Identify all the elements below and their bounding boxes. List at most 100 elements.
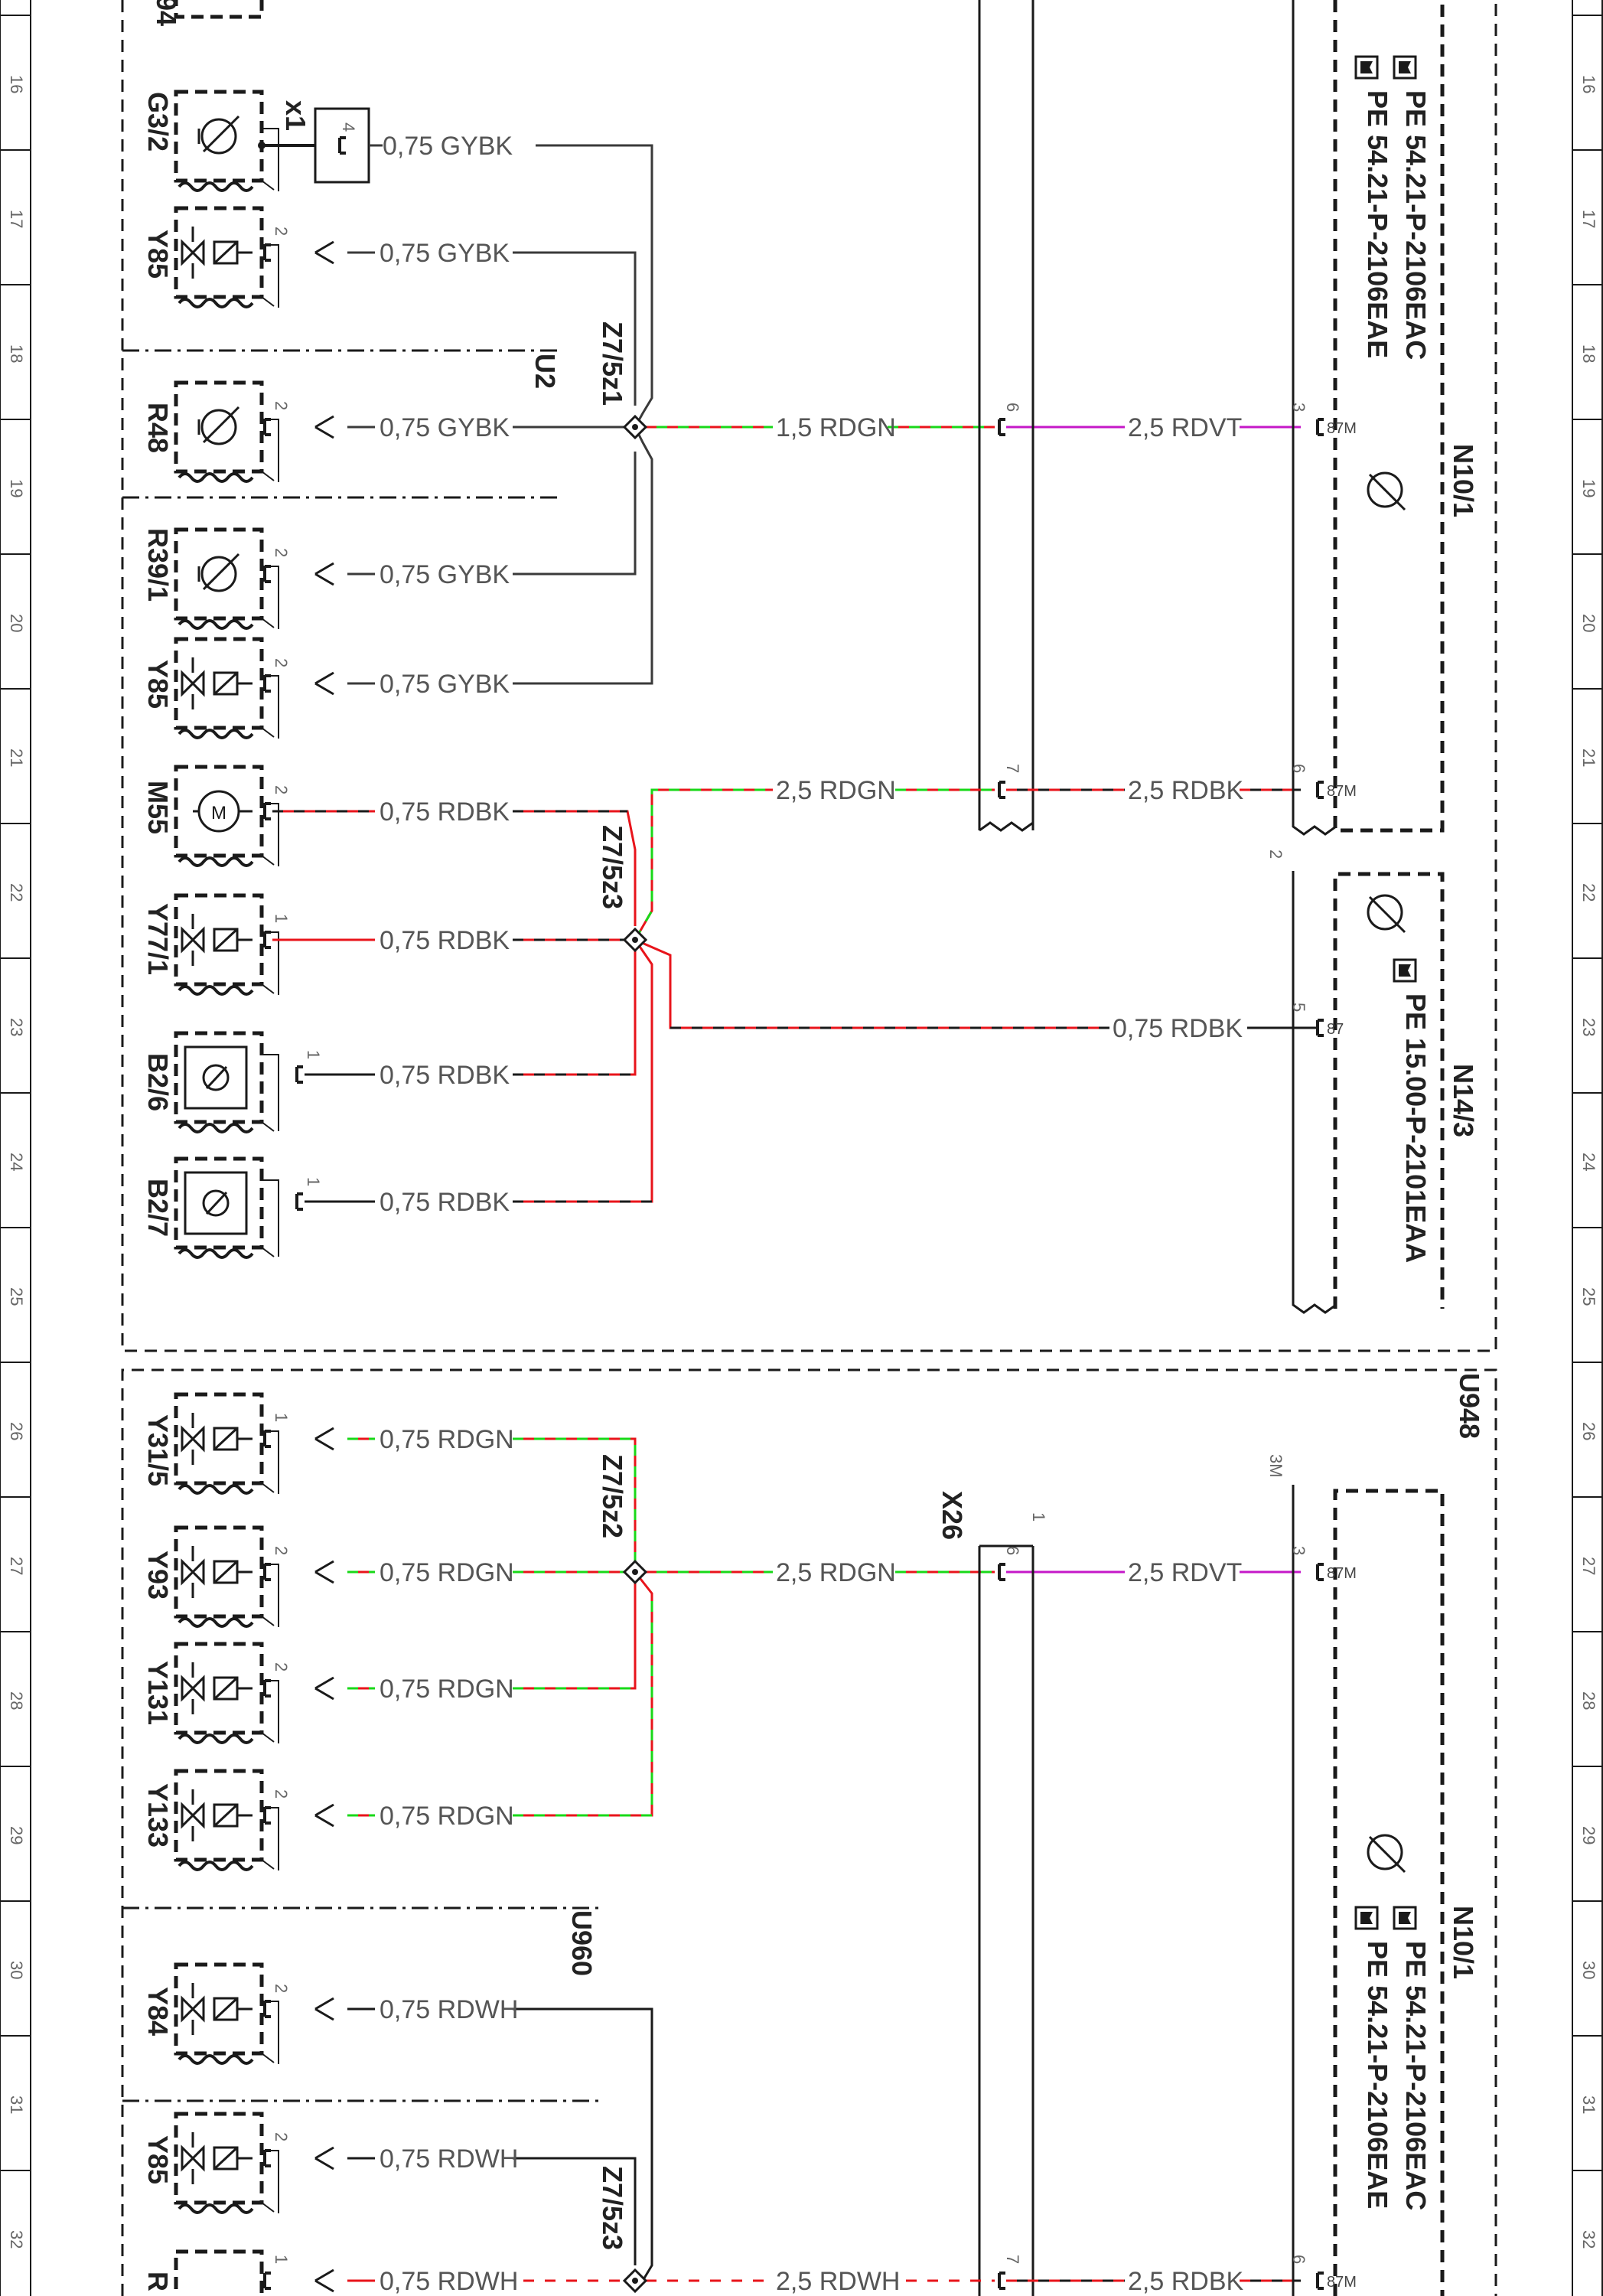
pin-label: 5 (1289, 1003, 1308, 1012)
component-label: Y85 (142, 230, 174, 279)
rotary-sensor-icon (1367, 894, 1406, 934)
ruler-number: 19 (1579, 479, 1598, 497)
rotary-sensor-icon (1367, 1834, 1406, 1874)
module-label: N10/1 (1448, 1906, 1479, 1979)
ruler-number: 20 (1579, 614, 1598, 632)
component-y131: Y131 2 (142, 1644, 335, 1743)
pin-label: 1 (272, 914, 291, 923)
ruler-number: 29 (7, 1826, 26, 1844)
pin-label: 1 (1029, 1512, 1048, 1521)
group-label-x26: X26 (937, 1491, 968, 1540)
wire-label: 0,75 RDBK (380, 1188, 510, 1217)
ruler-number: 22 (7, 883, 26, 902)
pin-label: 7 (1003, 764, 1022, 773)
ruler-number: 18 (1579, 344, 1598, 363)
component-label: Y93 (142, 1551, 174, 1600)
ruler-number: 28 (1579, 1691, 1598, 1710)
wire-label: 0,75 RDBK (380, 797, 510, 827)
ruler-number: 17 (7, 210, 26, 228)
pin-label: 2 (272, 785, 291, 794)
component-b2-6: B2/6 1 (142, 1033, 323, 1132)
pin-label: 2 (272, 1789, 291, 1799)
pin-label: 2 (272, 227, 291, 236)
pin-label: 7 (1003, 2255, 1022, 2264)
wire-label: 0,75 RDGN (380, 1675, 514, 1704)
splice-label-z2: Z7/5z2 (597, 1454, 628, 1538)
component-label: M55 (142, 781, 174, 834)
wire-label: 0,75 RDGN (380, 1802, 514, 1831)
pin-label: 87M (1327, 1565, 1357, 1582)
component-r39-1: R39/1 2 (142, 528, 335, 629)
wire-label: 1,5 RDGN (776, 413, 896, 442)
pin-label: 1 (272, 1413, 291, 1422)
component-label: Y77/1 (142, 903, 174, 975)
splice-z3 (623, 928, 647, 952)
ruler-number: 16 (7, 75, 26, 93)
component-label: R48 (142, 403, 174, 453)
wire-label: 0,75 GYBK (380, 670, 510, 699)
pin-label: 1 (272, 2255, 291, 2264)
wire-label: 2,5 RDGN (776, 776, 896, 805)
rdwh-wires (347, 2007, 1301, 2282)
wire-label: 0,75 GYBK (380, 560, 510, 589)
wire-z3-out (634, 788, 1316, 1029)
pin-label: 1 (304, 1177, 323, 1186)
wire-label: 0,75 RDWH (380, 2267, 518, 2296)
wire-label: 2,5 RDVT (1128, 1558, 1242, 1587)
splice-label-z3-lower: Z7/5z3 (597, 2166, 628, 2250)
ruler-number: 16 (1579, 75, 1598, 93)
hand-icon (1354, 1906, 1379, 1930)
pin-label: 87 (1327, 1021, 1344, 1038)
pin-label: 6 (1289, 2255, 1308, 2264)
component-y31-5: Y31/5 1 (142, 1394, 335, 1494)
u2-frame (122, 349, 559, 499)
splice-label-z1: Z7/5z1 (597, 321, 628, 406)
wire-label: 0,75 GYBK (380, 413, 510, 442)
component-r-partial: R 1 (142, 2249, 335, 2296)
pe-reference: PE 15.00-P-2101EAA (1400, 993, 1432, 1263)
component-y85-b: Y85 2 (142, 639, 335, 739)
ruler-number: 18 (7, 344, 26, 363)
component-label: Y85 (142, 660, 174, 709)
wire-label: 2,5 RDWH (776, 2267, 900, 2296)
component-label: G3/2 (142, 92, 174, 152)
wire-label: 0,75 RDBK (380, 1061, 510, 1090)
component-y84: Y84 2 (142, 1965, 335, 2064)
hand-icon (1354, 55, 1379, 80)
component-y85-a: Y85 2 (142, 208, 335, 308)
rotary-sensor-icon (1367, 471, 1406, 511)
ruler-number: 32 (7, 2230, 26, 2249)
wire-label: 0,75 GYBK (380, 239, 510, 268)
component-r48: R48 2 (142, 383, 335, 482)
pe-reference: PE 54.21-P-2106EAC (1400, 1941, 1432, 2210)
component-y77-1: Y77/1 1 (142, 895, 291, 995)
connector-x26: X26 1 6 7 (937, 1491, 1048, 2296)
wire-label: 2,5 RDBK (1128, 2267, 1243, 2296)
ruler-number: 23 (7, 1018, 26, 1036)
wire-label: 0,75 RDGN (380, 1425, 514, 1454)
ruler-number: 22 (1579, 883, 1598, 902)
upper-frame (121, 0, 1497, 1352)
wire-label: 2,5 RDBK (1128, 776, 1243, 805)
component-label: Y85 (142, 2135, 174, 2184)
component-label: B2/7 (142, 1179, 174, 1237)
ruler-number: 17 (1579, 210, 1598, 228)
ruler-number: 27 (1579, 1557, 1598, 1575)
pin-label: 3 (1289, 403, 1308, 412)
left-ruler (0, 0, 31, 2296)
gybk-wires (347, 144, 653, 685)
wire-label: 2,5 RDGN (776, 1558, 896, 1587)
ruler-number: 27 (7, 1557, 26, 1575)
pin-label: 6 (1003, 403, 1022, 412)
module-label: N10/1 (1448, 444, 1479, 517)
ruler-number: 30 (7, 1961, 26, 1979)
wire-label: 2,5 RDVT (1128, 413, 1242, 442)
pin-label: 2 (272, 1546, 291, 1555)
pin-label: 2 (272, 401, 291, 410)
component-y93: Y93 2 (142, 1528, 335, 1627)
lower-frame-u948 (121, 1368, 1497, 2296)
wire-label: 0,75 GYBK (383, 132, 513, 161)
pin-label: 3 (1289, 1546, 1308, 1555)
